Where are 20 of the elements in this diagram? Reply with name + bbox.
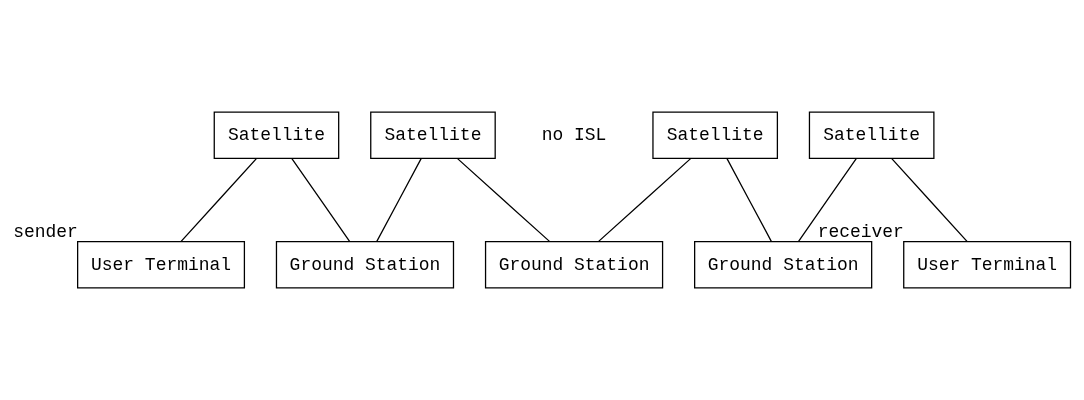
connector [891,158,968,243]
node-box: User Terminal [77,241,246,289]
connector [597,158,692,243]
connector [291,158,351,243]
connector [797,158,857,243]
connector [180,158,257,243]
node-box: Ground Station [275,241,455,289]
connector [726,158,773,243]
node-box: Satellite [652,111,779,159]
node-box: Satellite [213,111,340,159]
node-box: Ground Station [694,241,873,289]
node-box: Ground Station [484,241,664,289]
node-box: Satellite [808,111,935,159]
connector [376,158,422,243]
node-label: sender [13,221,78,242]
node-label: receiver [817,221,904,242]
connector [456,158,551,243]
node-box: User Terminal [903,241,1072,289]
node-box: Satellite [370,111,496,159]
label: no ISL [541,124,607,145]
